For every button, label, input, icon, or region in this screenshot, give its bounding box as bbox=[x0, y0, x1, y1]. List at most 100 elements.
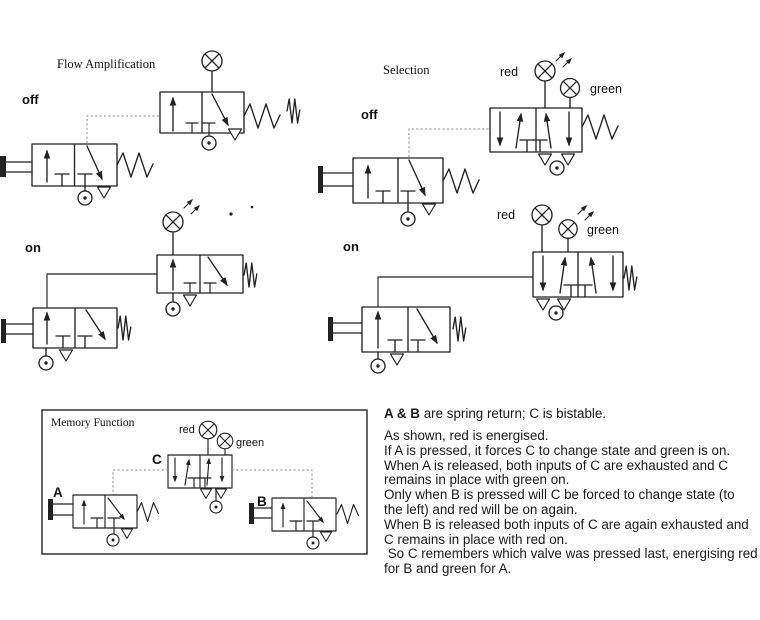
blocked-port-icon bbox=[203, 282, 217, 294]
notes-line: As shown, red is energised. bbox=[384, 428, 549, 443]
red-lamp-icon bbox=[534, 60, 556, 82]
selection-off-selector-valve: red green bbox=[489, 53, 622, 176]
blocked-port-icon bbox=[90, 517, 104, 529]
exhaust-icon bbox=[96, 186, 112, 199]
blocked-port-icon bbox=[202, 122, 216, 134]
push-button-icon bbox=[0, 156, 6, 177]
blocked-port-icon bbox=[289, 520, 303, 532]
notes-line: for B and green for A. bbox=[384, 561, 512, 577]
blocked-port-icon bbox=[563, 284, 579, 298]
blocked-port-icon bbox=[187, 477, 201, 489]
spring-icon bbox=[136, 501, 160, 523]
indicator-lamp-icon bbox=[201, 50, 223, 72]
exhaust-icon bbox=[535, 298, 551, 311]
valve-a-label: A bbox=[53, 485, 63, 500]
exhaust-path-arrow bbox=[86, 145, 103, 181]
blocked-port-icon bbox=[198, 477, 212, 489]
notes-line: the left) and red will be on again. bbox=[384, 501, 578, 517]
blocked-port-icon bbox=[183, 282, 197, 294]
notes-intro-rest: are spring return; C is bistable. bbox=[419, 406, 607, 421]
exhaust-path-arrow bbox=[107, 497, 125, 521]
valve-b-label: B bbox=[257, 494, 267, 509]
up-flow-arrow bbox=[588, 256, 597, 294]
up-flow-arrow bbox=[206, 457, 212, 486]
exhaust-path-arrow bbox=[306, 500, 324, 524]
notes-line: If A is pressed, it forces C to change s… bbox=[384, 442, 731, 458]
exhaust-icon bbox=[120, 528, 134, 539]
compressed-spring-icon bbox=[243, 262, 258, 288]
selection-title: Selection bbox=[383, 63, 430, 77]
pressure-source-icon bbox=[209, 500, 223, 514]
compressed-spring-icon bbox=[286, 98, 301, 124]
selection-off-state-label: off bbox=[361, 107, 378, 122]
pressure-source-icon bbox=[549, 160, 565, 176]
pressure-source-icon bbox=[306, 536, 320, 550]
selection-on-state-label: on bbox=[343, 239, 359, 254]
exhaust-icon bbox=[560, 153, 576, 166]
green-lamp-icon bbox=[559, 77, 581, 99]
notes-text-block: A & B are spring return; C is bistable. … bbox=[384, 406, 760, 577]
exhaust-icon bbox=[58, 349, 74, 362]
pressure-source-icon bbox=[77, 190, 93, 206]
valve-c-label: C bbox=[152, 452, 162, 467]
notes-line: So C remembers which valve was pressed l… bbox=[384, 546, 758, 562]
pressure-source-icon bbox=[548, 305, 564, 321]
pilot-signal-line-a bbox=[112, 469, 168, 494]
spring-icon bbox=[581, 114, 619, 140]
blocked-port-icon bbox=[55, 335, 71, 349]
flow-on-input-valve bbox=[1, 273, 158, 371]
selection-on-input-valve bbox=[328, 276, 534, 374]
notes-line: When A is released, both inputs of C are… bbox=[384, 457, 728, 473]
pressure-source-icon bbox=[201, 135, 217, 151]
exhaust-icon bbox=[389, 353, 405, 366]
green-lamp-icon bbox=[558, 219, 578, 239]
spring-icon bbox=[116, 152, 154, 178]
flow-on-state-label: on bbox=[25, 240, 41, 255]
exhaust-path-arrow bbox=[416, 308, 438, 345]
exhaust-icon bbox=[182, 294, 198, 307]
green-lamp-label: green bbox=[590, 82, 622, 96]
green-lamp-label: green bbox=[587, 223, 619, 237]
exhaust-icon bbox=[227, 128, 243, 141]
exhaust-icon bbox=[214, 488, 228, 499]
compressed-spring-icon bbox=[117, 315, 132, 341]
pressure-source-icon bbox=[370, 358, 386, 374]
indicator-lamp-icon bbox=[162, 211, 184, 233]
memory-box-frame bbox=[41, 409, 368, 555]
red-lamp-label: red bbox=[179, 424, 195, 436]
blocked-port-icon bbox=[185, 122, 199, 134]
blocked-port-icon bbox=[54, 173, 70, 187]
blocked-port-icon bbox=[107, 517, 121, 529]
valve-body bbox=[361, 306, 451, 353]
stray-dot bbox=[229, 212, 233, 216]
up-flow-arrow bbox=[543, 112, 552, 149]
blocked-port-icon bbox=[77, 335, 93, 349]
memory-function-section: Memory Function red green C A bbox=[41, 409, 368, 555]
spring-icon bbox=[336, 503, 360, 525]
flow-off-pilot-valve bbox=[159, 50, 301, 151]
flow-on-pilot-valve bbox=[156, 200, 258, 317]
up-flow-arrow bbox=[559, 256, 568, 294]
spring-icon bbox=[243, 103, 281, 129]
pilot-signal-line bbox=[408, 128, 490, 157]
blocked-port-icon bbox=[400, 190, 416, 204]
selection-section: Selection off red green bbox=[318, 53, 638, 374]
notes-line: When B is released both inputs of C are … bbox=[384, 516, 749, 532]
exhaust-path-arrow bbox=[85, 309, 106, 341]
red-lamp-label: red bbox=[500, 65, 518, 79]
compressed-spring-icon bbox=[623, 265, 638, 291]
push-button-icon bbox=[249, 503, 254, 524]
blocked-port-icon bbox=[77, 173, 93, 187]
green-lamp-label: green bbox=[236, 437, 264, 449]
flow-off-state-label: off bbox=[22, 92, 39, 107]
lamp-lit-rays-icon bbox=[184, 200, 199, 214]
up-flow-arrow bbox=[184, 458, 191, 486]
pilot-signal-line bbox=[46, 273, 158, 309]
exhaust-path-arrow bbox=[207, 256, 228, 287]
flow-amplification-section: Flow Amplification off bbox=[0, 50, 301, 371]
blocked-port-icon bbox=[577, 284, 593, 298]
exhaust-icon bbox=[556, 298, 572, 311]
selection-on-selector-valve: red green bbox=[497, 204, 638, 321]
lamp-lit-rays-icon bbox=[578, 206, 593, 220]
